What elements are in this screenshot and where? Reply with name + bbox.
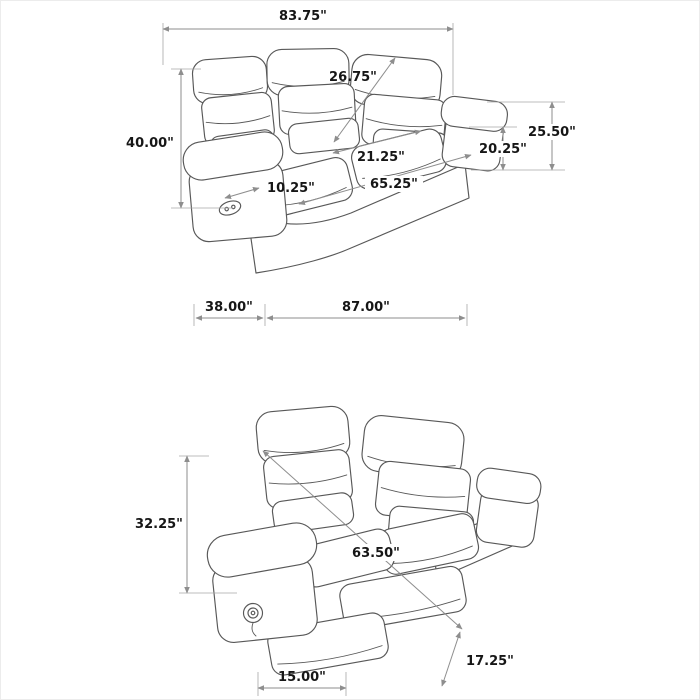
dim-label-overall-height: 40.00" <box>126 136 174 151</box>
cushion-seam <box>205 115 271 125</box>
armrest-pad <box>440 95 509 132</box>
dim-footrest-width: 15.00" <box>257 670 347 696</box>
armrest-pad <box>476 467 542 505</box>
dim-label-overall-width: 87.00" <box>342 300 390 315</box>
dim-label-reclined-depth: 63.50" <box>352 546 400 561</box>
dim-label-arm-height: 25.50" <box>528 125 576 140</box>
dim-reclined-back-height: 32.25" <box>135 455 237 594</box>
dim-label-back-cushion-height: 26.75" <box>329 70 377 85</box>
dim-overall-width: 87.00" <box>264 300 468 326</box>
label-backplate <box>476 141 530 157</box>
dim-label-footrest-width: 15.00" <box>278 670 326 685</box>
right-armrest <box>440 95 509 172</box>
dim-label-reclined-back-height: 32.25" <box>135 517 183 532</box>
dimension-line <box>332 129 422 155</box>
label-backplate <box>365 176 423 192</box>
dim-seat-width: 65.25" <box>298 153 472 206</box>
label-backplate <box>525 124 579 140</box>
dim-label-seat-width: 65.25" <box>370 177 418 192</box>
left-armrest <box>206 522 318 644</box>
dimension-line <box>441 631 461 687</box>
dim-label-overall-depth: 38.00" <box>205 300 253 315</box>
dim-label-seat-back-height: 20.25" <box>479 142 527 157</box>
dim-label-back-width: 83.75" <box>279 9 327 24</box>
dim-seat-back-height: 20.25" <box>469 126 530 171</box>
dim-overall-height: 40.00" <box>126 68 233 209</box>
dimension-line <box>224 187 260 199</box>
dim-label-seat-depth: 21.25" <box>357 150 405 165</box>
dim-back-cushion-height: 26.75" <box>329 57 396 143</box>
dim-arm-height: 25.50" <box>471 101 579 171</box>
dim-label-footrest-height: 17.25" <box>466 654 514 669</box>
button-dot <box>231 204 236 210</box>
right-armrest <box>475 467 542 548</box>
handle-cord <box>251 622 257 637</box>
left-armrest <box>182 131 288 243</box>
recline-handle <box>242 602 264 637</box>
dimension-line <box>333 57 396 143</box>
dim-label-arm-width: 10.25" <box>267 181 315 196</box>
dim-overall-depth: 38.00" <box>193 300 264 326</box>
label-backplate <box>346 544 406 561</box>
dim-back-width: 83.75" <box>162 9 454 95</box>
cushion-seam <box>198 87 264 96</box>
handle-dot <box>250 610 256 616</box>
dim-footrest-height: 17.25" <box>441 631 514 687</box>
dimension-line <box>262 450 463 630</box>
sofa-bottom-drawing <box>206 405 542 676</box>
dim-reclined-depth: 63.50" <box>262 450 463 630</box>
button-dot <box>224 206 229 212</box>
cushion-seam <box>277 645 383 665</box>
